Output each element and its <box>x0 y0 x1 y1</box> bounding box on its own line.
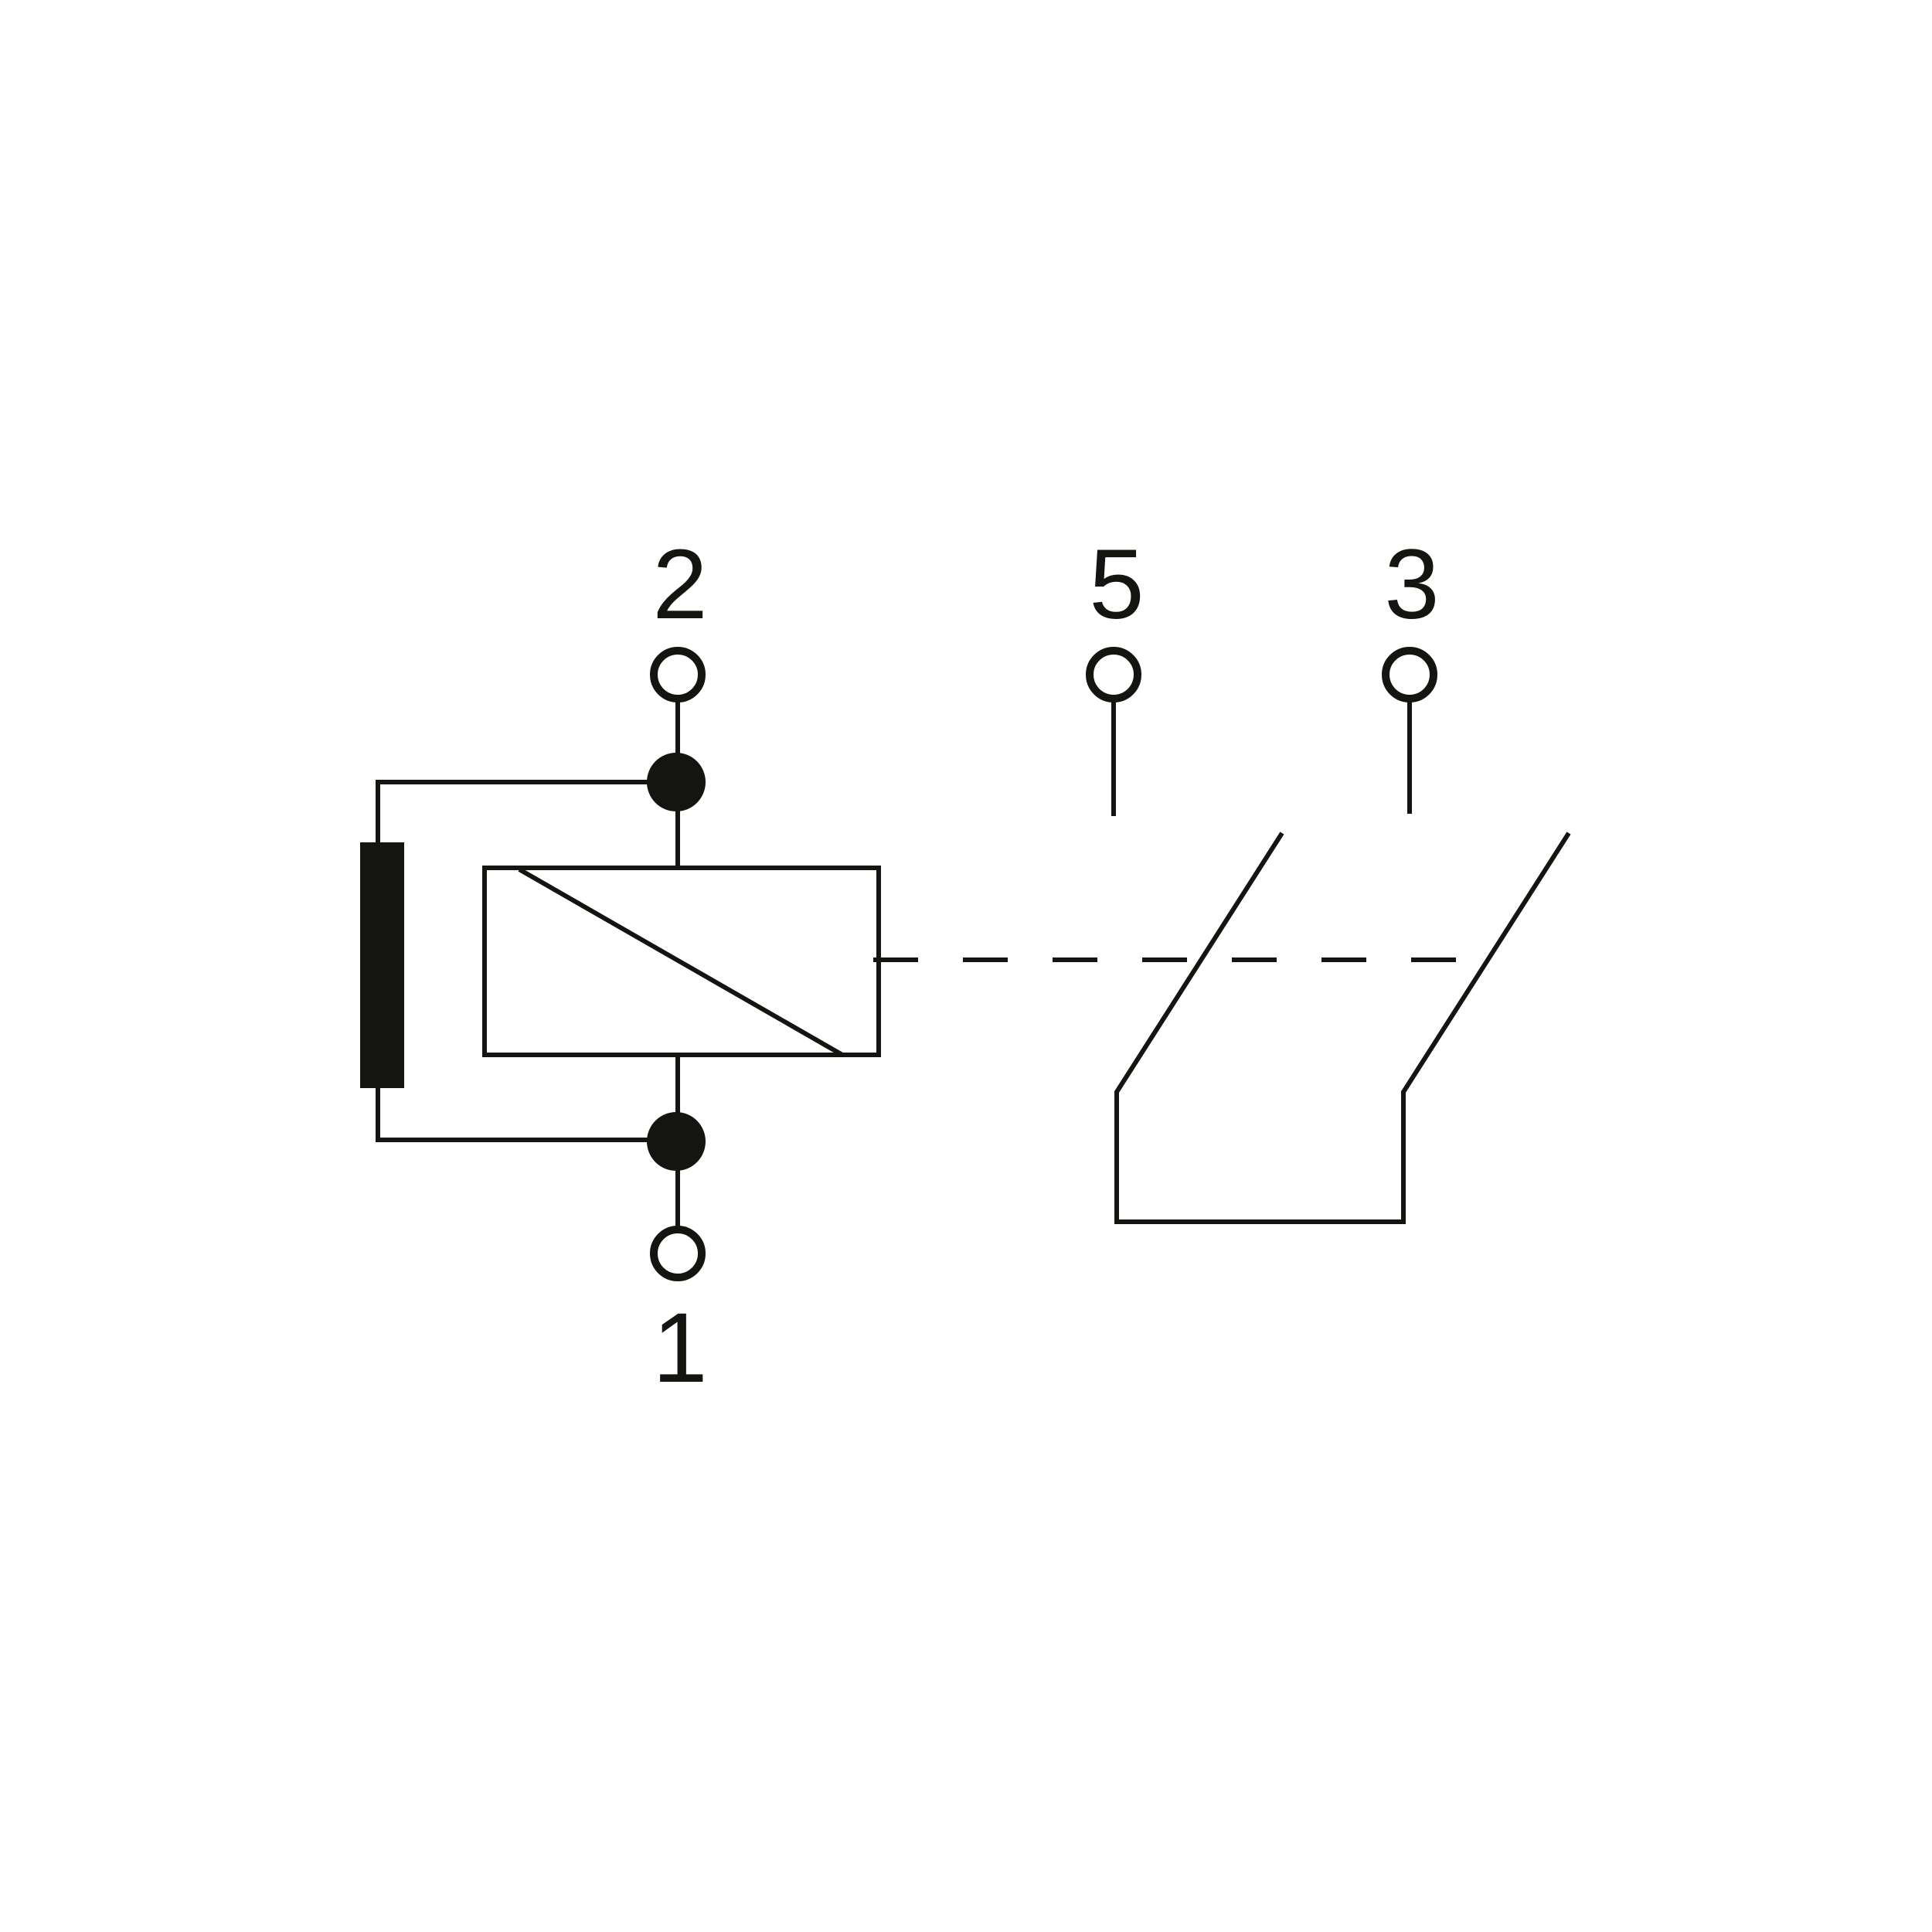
coil-circuit <box>360 647 881 1281</box>
relay-coil-diagonal <box>518 867 844 1057</box>
diode-branch-bottom-wire <box>376 1086 676 1142</box>
terminal-1 <box>650 1226 706 1281</box>
pin-5-label: 5 <box>1089 529 1144 640</box>
terminal-5 <box>1086 647 1141 702</box>
terminal-3 <box>1382 647 1437 702</box>
contact-circuit <box>1086 647 1571 1224</box>
diode-icon <box>360 842 404 1088</box>
junction-node-bottom <box>647 1112 706 1171</box>
diode-branch-top-wire <box>376 780 676 846</box>
pin-2-label: 2 <box>652 529 707 640</box>
junction-node-top <box>647 753 706 811</box>
switch-contacts-icon <box>1114 832 1571 1224</box>
pin-1-label: 1 <box>652 1293 707 1403</box>
terminal-2 <box>650 647 706 702</box>
pin-3-label: 3 <box>1384 529 1439 640</box>
